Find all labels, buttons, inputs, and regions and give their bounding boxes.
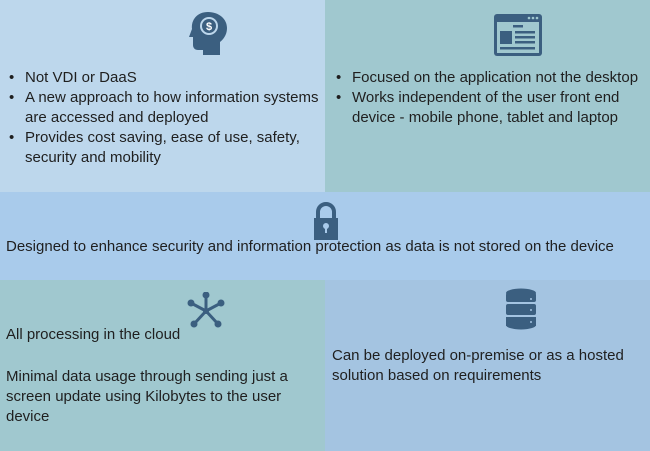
list-item: Works independent of the user front end …	[331, 88, 649, 128]
svg-text:$: $	[206, 21, 212, 33]
head-dollar-icon: $	[189, 12, 227, 55]
data-usage-text: Minimal data usage through sending just …	[6, 368, 288, 425]
cloud-text: All processing in the cloud	[6, 326, 181, 343]
panel-cloud-processing: All processing in the cloud Minimal data…	[0, 280, 325, 451]
panel-deployment: Can be deployed on-premise or as a hoste…	[325, 280, 650, 451]
deployment-text: Can be deployed on-premise or as a hoste…	[332, 347, 624, 384]
bullet-list: Focused on the application not the deskt…	[331, 68, 649, 128]
list-item: Provides cost saving, ease of use, safet…	[4, 128, 322, 168]
list-item: A new approach to how information system…	[4, 88, 322, 128]
network-hub-icon	[187, 292, 225, 328]
database-icon	[506, 288, 536, 330]
lock-icon	[314, 202, 338, 240]
list-item: Not VDI or DaaS	[4, 68, 322, 88]
browser-window-icon	[494, 14, 542, 56]
list-item: Focused on the application not the deskt…	[331, 68, 649, 88]
panel-not-vdi: $ Not VDI or DaaS A new approach to how …	[0, 0, 325, 192]
bullet-list: Not VDI or DaaS A new approach to how in…	[4, 68, 322, 168]
panel-security: Designed to enhance security and informa…	[0, 192, 650, 280]
panel-application-focus: Focused on the application not the deskt…	[325, 0, 650, 192]
security-text: Designed to enhance security and informa…	[6, 238, 614, 255]
